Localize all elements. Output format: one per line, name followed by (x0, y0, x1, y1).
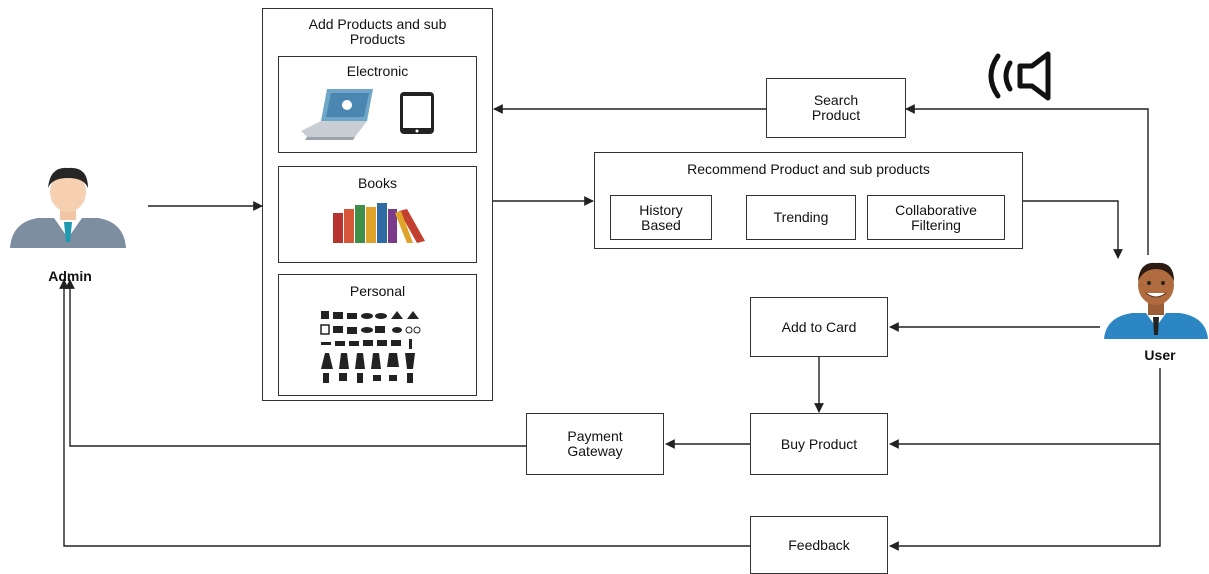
user-to-buy-arrow (889, 368, 1161, 449)
payment-to-admin-arrow (65, 279, 526, 447)
feedback-box: Feedback (750, 516, 888, 574)
books-label: Books (358, 175, 397, 191)
electronic-section: Electronic (278, 56, 477, 153)
personal-items-icon (320, 311, 421, 383)
voice-speaker-icon (988, 51, 1051, 101)
products-panel: Add Products and sub Products Electronic… (262, 8, 493, 401)
recommend-panel-title: Recommend Product and sub products (687, 161, 930, 177)
user-to-search-arrow (905, 104, 1149, 255)
personal-section: Personal (278, 274, 477, 396)
laptop-icon (301, 89, 373, 140)
trending-box: Trending (746, 195, 856, 240)
buy-product-box: Buy Product (750, 413, 888, 475)
personal-label: Personal (349, 283, 406, 299)
admin-label: Admin (48, 268, 92, 284)
user-to-feedback-arrow (889, 444, 1161, 551)
recommend-panel: Recommend Product and sub products Histo… (594, 152, 1023, 249)
electronic-label: Electronic (346, 63, 409, 79)
feedback-to-admin-arrow (59, 279, 750, 547)
user-label: User (1144, 347, 1176, 363)
books-section: Books (278, 166, 477, 263)
add-to-card-box: Add to Card (750, 297, 888, 357)
products-panel-title: Add Products and sub Products (308, 16, 447, 47)
tablet-icon (400, 92, 434, 134)
books-icon (333, 203, 425, 243)
admin-avatar (8, 160, 128, 250)
recommend-to-user-arrow (1022, 200, 1123, 259)
user-avatar (1102, 255, 1209, 340)
user-avatar-icon (1104, 262, 1208, 339)
admin-avatar-icon (10, 167, 126, 248)
